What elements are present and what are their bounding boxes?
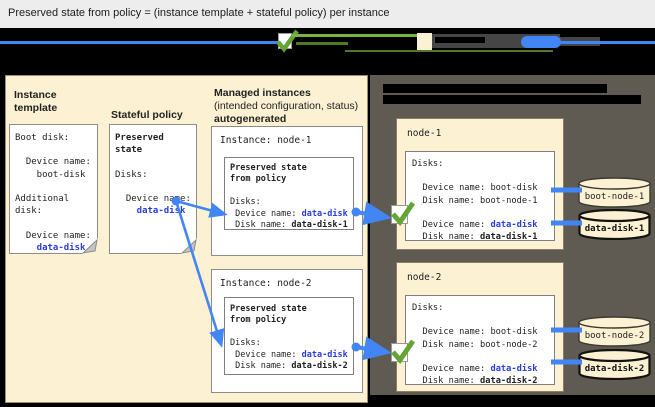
legend-redacted-text-2 [560,31,652,37]
legend-band [0,28,655,65]
box-title: Preserved state [230,163,307,173]
note-line [115,181,196,193]
svg-text:data-disk-2: data-disk-2 [585,363,645,374]
note-line: boot-disk [15,169,86,180]
legend-check-icon [276,29,299,53]
check-icon [391,201,416,226]
note-line: Device name: [15,230,91,241]
disks-label: Disks: [412,159,444,169]
title-bar: Preserved state from policy = (instance … [0,0,655,28]
managed-instance-node-2: Instance: node-2 Preserved state from po… [211,269,363,393]
folded-corner-icon [181,238,197,254]
note-line: Device name: [115,193,191,204]
device-line: Device name: data-disk [412,363,538,374]
disk-line: Disk name: data-disk-2 [412,376,538,387]
preserved-state-box: Preserved state from policy Disks: Devic… [224,157,354,230]
panel-heading-redacted-1 [383,84,607,93]
device-line: Device name: data-disk [412,219,538,230]
disks-label: Disks: [230,197,261,208]
legend-attach-line-right [558,41,655,44]
disk-cylinder-boot-node-1: boot-node-1 [578,177,651,208]
note-line [412,314,554,326]
heading-line: autogenerated [214,113,287,125]
vm-node-1: node-1 Disks: Device name: boot-disk Dis… [396,118,564,250]
disks-label: Disks: [412,303,444,313]
disk-line: Disk name: data-disk-1 [230,219,348,230]
legend-cream-swatch [417,33,432,50]
device-line: Device name: data-disk [230,349,348,360]
device-line: Device name: data-disk [230,208,348,219]
disk-line: Disk name: data-disk-2 [230,360,348,371]
note-line [15,217,97,229]
legend-redacted-text-3 [553,46,623,52]
box-title: Preserved state [230,304,307,314]
device-name-value: data-disk [15,242,86,253]
vm-disks-box: Disks: Device name: boot-disk Disk name:… [405,151,555,243]
legend-green-arrow-2 [296,42,348,45]
legend-green-arrow-1 [292,34,417,37]
disk-cylinder-boot-node-2: boot-node-2 [578,316,651,347]
note-line [230,327,353,338]
note-line [412,170,554,182]
heading-line: (intended configuration, status) [214,100,359,112]
vm-disks-box: Disks: Device name: boot-disk Disk name:… [405,295,555,387]
instance-template-heading: Instance template [14,89,58,114]
stateful-policy-heading: Stateful policy [111,109,183,121]
svg-text:boot-node-2: boot-node-2 [585,331,645,341]
disk-line: Disk name: boot-node-2 [412,339,538,350]
disk-line: Disk name: data-disk-1 [412,232,538,243]
instance-title: Instance: node-2 [220,278,312,289]
device-line: Device name: boot-disk [412,327,538,338]
managed-instances-heading: Managed instances (intended configuratio… [214,87,366,126]
note-line: disk: [15,206,43,217]
disk-cylinder-data-disk-1: data-disk-1 [578,209,651,240]
box-title: from policy [230,174,287,185]
panel-heading-redacted-2 [383,95,641,104]
vm-name: node-2 [407,272,442,283]
note-line [115,156,196,168]
box-title: from policy [230,315,287,326]
vm-name: node-1 [407,128,442,139]
check-icon [391,339,416,364]
note-line [15,144,97,156]
disks-label: Disks: [230,338,261,349]
instance-title: Instance: node-1 [220,135,312,146]
note-line: Boot disk: [15,133,70,143]
svg-text:boot-node-1: boot-node-1 [585,192,645,202]
note-line: state [115,145,143,156]
instance-template-note: Boot disk: Device name: boot-disk Additi… [9,124,98,254]
mig-config-panel: Instance template Boot disk: Device name… [5,75,368,403]
device-name-value: data-disk [115,206,186,217]
note-line: Device name: [15,157,91,168]
disk-cylinder-data-disk-2: data-disk-2 [578,349,651,380]
note-line [412,207,554,219]
legend-redacted-text-1 [435,37,485,43]
heading-line: Managed instances [214,87,311,99]
note-line [412,351,554,363]
note-line [230,186,353,197]
legend-attach-line-left [0,41,278,44]
vm-node-2: node-2 Disks: Device name: boot-disk Dis… [396,262,564,392]
managed-instance-node-1: Instance: node-1 Preserved state from po… [211,126,363,256]
disk-line: Disk name: boot-node-1 [412,195,538,206]
device-line: Device name: boot-disk [412,183,538,194]
legend-disk-capsule [521,36,561,48]
preserved-state-box: Preserved state from policy Disks: Devic… [224,297,354,375]
folded-corner-icon [82,238,98,254]
note-line: Disks: [115,169,148,180]
note-line [15,181,97,193]
legend-green-underline [345,50,553,52]
note-line: Additional [15,193,70,204]
page-title: Preserved state from policy = (instance … [8,7,390,19]
note-line: Preserved [115,133,164,143]
stateful-policy-note: Preserved state Disks: Device name: data… [109,124,197,254]
svg-text:data-disk-1: data-disk-1 [585,223,645,234]
